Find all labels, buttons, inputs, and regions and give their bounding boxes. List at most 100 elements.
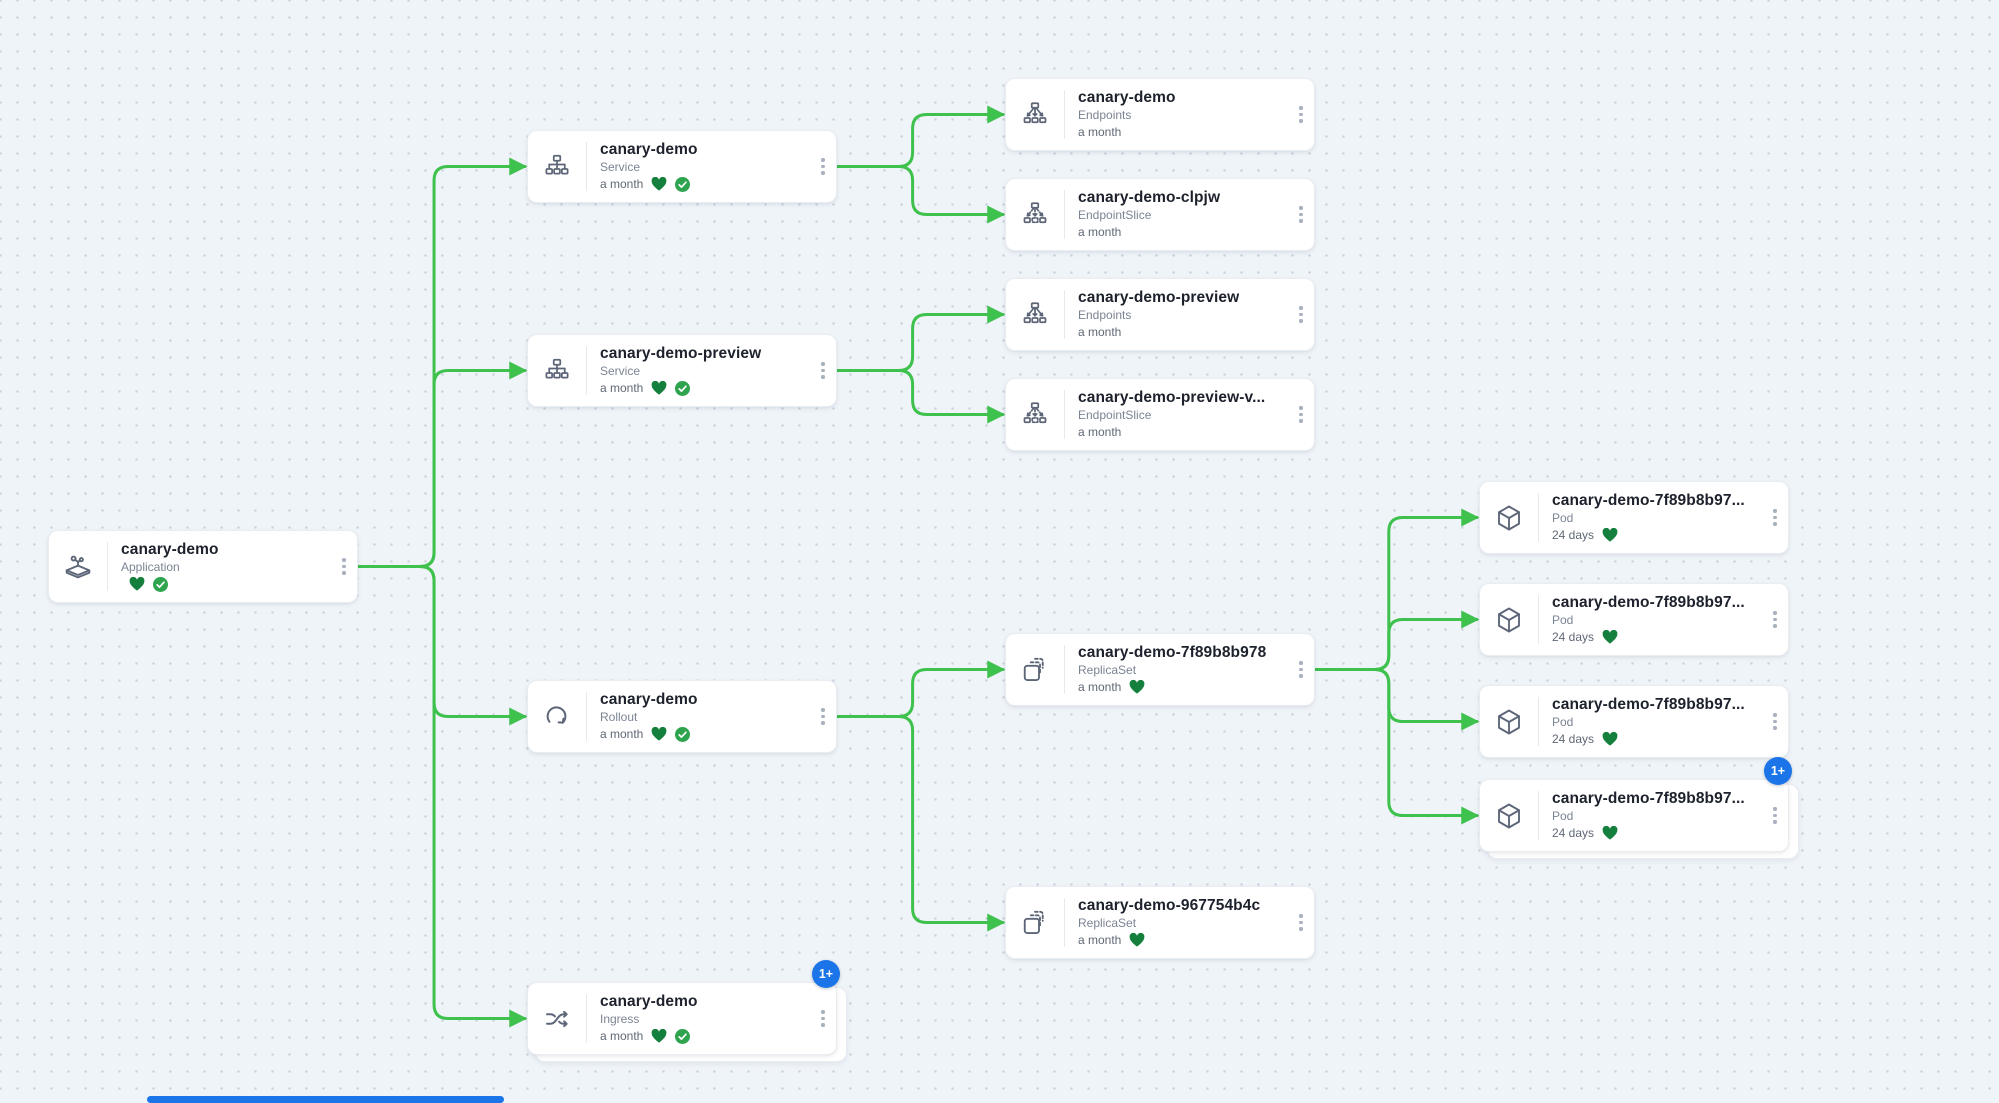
resource-name: canary-demo-7f89b8b97... <box>1552 594 1745 611</box>
edge-app-to-rollout <box>356 565 528 726</box>
edge-app-to-svc1 <box>356 157 528 568</box>
kebab-menu-button[interactable] <box>1762 482 1788 553</box>
divider <box>1538 595 1539 644</box>
resource-age: 24 days <box>1552 630 1595 644</box>
divider <box>107 542 108 591</box>
kebab-menu-button[interactable] <box>1288 279 1314 350</box>
health-heart-icon <box>1129 933 1145 947</box>
kebab-menu-button[interactable] <box>1762 584 1788 655</box>
resource-age: a month <box>1078 680 1122 694</box>
resource-name: canary-demo-967754b4c <box>1078 897 1261 914</box>
pod-icon <box>1498 607 1520 632</box>
edge-svc2-to-eps2 <box>835 369 1006 424</box>
resource-age: a month <box>1078 425 1122 439</box>
horizontal-scrollbar-thumb[interactable] <box>147 1096 504 1103</box>
application-icon <box>65 555 91 578</box>
resource-kind: Pod <box>1552 809 1574 823</box>
kebab-menu-button[interactable] <box>1288 634 1314 705</box>
resource-kind: Endpoints <box>1078 308 1132 322</box>
resource-name: canary-demo <box>600 141 698 158</box>
health-heart-icon <box>129 577 145 591</box>
resource-node-pod3[interactable]: canary-demo-7f89b8b97... Pod 24 days <box>1479 685 1789 758</box>
divider <box>1538 791 1539 840</box>
resource-age: a month <box>600 727 644 741</box>
kebab-menu-button[interactable] <box>1288 79 1314 150</box>
resource-node-rs1[interactable]: canary-demo-7f89b8b978 ReplicaSet a mont… <box>1005 633 1315 706</box>
kebab-menu-button[interactable] <box>1288 379 1314 450</box>
ingress-icon <box>546 1010 568 1027</box>
resource-name: canary-demo-preview <box>1078 289 1240 306</box>
divider <box>1064 898 1065 947</box>
resource-age: a month <box>1078 225 1122 239</box>
resource-kind: Pod <box>1552 511 1574 525</box>
resource-node-ep1[interactable]: canary-demo Endpoints a month <box>1005 78 1315 151</box>
resource-node-pod2[interactable]: canary-demo-7f89b8b97... Pod 24 days <box>1479 583 1789 656</box>
divider <box>1064 390 1065 439</box>
edge-rollout-to-rs1 <box>835 660 1006 718</box>
health-heart-icon <box>1602 630 1618 644</box>
resource-name: canary-demo <box>121 541 219 558</box>
resource-node-svc2[interactable]: canary-demo-preview Service a month <box>527 334 837 407</box>
resource-node-svc1[interactable]: canary-demo Service a month <box>527 130 837 203</box>
health-heart-icon <box>651 381 667 395</box>
resource-kind: Pod <box>1552 715 1574 729</box>
divider <box>1064 90 1065 139</box>
resource-node-pod1[interactable]: canary-demo-7f89b8b97... Pod 24 days <box>1479 481 1789 554</box>
resource-node-ingress[interactable]: canary-demo Ingress a month 1+ <box>527 960 840 1055</box>
edge-svc1-to-eps1 <box>835 165 1006 224</box>
kebab-menu-button[interactable] <box>1288 179 1314 250</box>
kebab-menu-button[interactable] <box>810 983 836 1054</box>
resource-node-pod4[interactable]: canary-demo-7f89b8b97... Pod 24 days 1+ <box>1479 757 1792 852</box>
divider <box>1538 493 1539 542</box>
service-icon <box>545 358 569 379</box>
more-items-badge[interactable]: 1+ <box>812 960 840 988</box>
health-heart-icon <box>651 177 667 191</box>
divider <box>586 346 587 395</box>
kebab-menu-button[interactable] <box>331 531 357 602</box>
divider <box>586 692 587 741</box>
resource-kind: Service <box>600 364 641 378</box>
kebab-menu-button[interactable] <box>1762 686 1788 757</box>
health-heart-icon <box>651 727 667 741</box>
synced-check-icon <box>675 176 691 192</box>
kebab-menu-button[interactable] <box>810 131 836 202</box>
endpointslice-icon <box>1023 201 1047 223</box>
edge-svc2-to-ep2 <box>835 305 1006 372</box>
resource-node-eps2[interactable]: canary-demo-preview-v... EndpointSlice a… <box>1005 378 1315 451</box>
divider <box>586 994 587 1043</box>
resource-name: canary-demo-7f89b8b978 <box>1078 644 1267 661</box>
more-items-badge[interactable]: 1+ <box>1764 757 1792 785</box>
service-icon <box>545 154 569 175</box>
kebab-menu-button[interactable] <box>1288 887 1314 958</box>
resource-kind: EndpointSlice <box>1078 408 1152 422</box>
resource-kind: Rollout <box>600 710 638 724</box>
resource-kind: ReplicaSet <box>1078 663 1137 677</box>
resource-node-ep2[interactable]: canary-demo-preview Endpoints a month <box>1005 278 1315 351</box>
edge-rollout-to-rs2 <box>835 715 1006 932</box>
resource-kind: Application <box>121 560 180 574</box>
resource-node-eps1[interactable]: canary-demo-clpjw EndpointSlice a month <box>1005 178 1315 251</box>
resource-age: 24 days <box>1552 732 1595 746</box>
resource-kind: Service <box>600 160 641 174</box>
resource-node-rs2[interactable]: canary-demo-967754b4c ReplicaSet a month <box>1005 886 1315 959</box>
synced-check-icon <box>675 380 691 396</box>
resource-node-app[interactable]: canary-demo Application <box>48 530 358 603</box>
kebab-menu-button[interactable] <box>1762 780 1788 851</box>
endpoints-icon <box>1023 301 1047 323</box>
resource-name: canary-demo-7f89b8b97... <box>1552 696 1745 713</box>
resource-age: a month <box>1078 125 1122 139</box>
resource-kind: EndpointSlice <box>1078 208 1152 222</box>
endpointslice-icon <box>1023 401 1047 423</box>
resource-kind: Pod <box>1552 613 1574 627</box>
resource-node-rollout[interactable]: canary-demo Rollout a month <box>527 680 837 753</box>
resource-name: canary-demo-7f89b8b97... <box>1552 492 1745 509</box>
synced-check-icon <box>675 1028 691 1044</box>
kebab-menu-button[interactable] <box>810 335 836 406</box>
edge-rs1-to-pod4 <box>1313 668 1480 825</box>
resource-age: a month <box>1078 933 1122 947</box>
kebab-menu-button[interactable] <box>810 681 836 752</box>
resource-name: canary-demo <box>600 993 698 1010</box>
resource-name: canary-demo <box>1078 89 1176 106</box>
